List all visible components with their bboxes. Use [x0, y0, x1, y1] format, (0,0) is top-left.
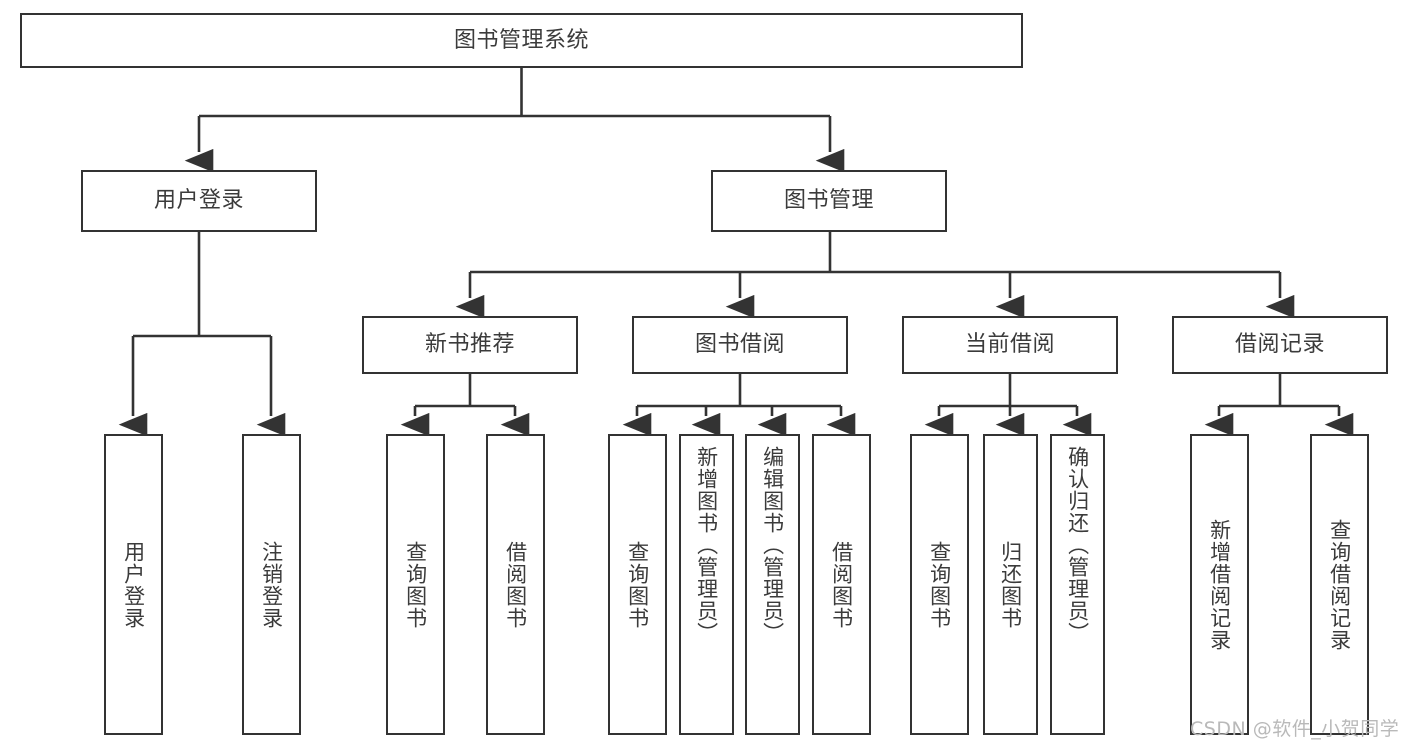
node-book-manage-label: 图书管理	[783, 188, 874, 214]
leaf-query-book-borrow-label: 查询图书	[625, 540, 650, 629]
leaf-borrow-book[interactable]: 借阅图书	[812, 434, 871, 735]
leaf-query-book-recommend[interactable]: 查询图书	[386, 434, 445, 735]
leaf-query-book-current-label: 查询图书	[927, 540, 952, 629]
leaf-borrow-book-recommend-label: 借阅图书	[503, 540, 528, 629]
node-root[interactable]: 图书管理系统	[20, 13, 1023, 68]
node-book-borrow-label: 图书借阅	[694, 332, 785, 358]
leaf-logout-label: 注销登录	[259, 540, 284, 629]
leaf-query-borrow-record-label: 查询借阅记录	[1327, 518, 1352, 651]
leaf-confirm-return-admin-label: 确认归还（管理员）	[1065, 446, 1090, 644]
node-borrow-record-label: 借阅记录	[1234, 332, 1325, 358]
node-book-manage[interactable]: 图书管理	[711, 170, 947, 232]
leaf-user-login[interactable]: 用户登录	[104, 434, 163, 735]
leaf-query-book-current[interactable]: 查询图书	[910, 434, 969, 735]
leaf-borrow-book-label: 借阅图书	[829, 540, 854, 629]
leaf-add-borrow-record-label: 新增借阅记录	[1207, 518, 1232, 651]
leaf-borrow-book-recommend[interactable]: 借阅图书	[486, 434, 545, 735]
node-new-book-recommend[interactable]: 新书推荐	[362, 316, 578, 374]
node-user-login[interactable]: 用户登录	[81, 170, 317, 232]
leaf-edit-book-admin[interactable]: 编辑图书（管理员）	[745, 434, 800, 735]
leaf-return-book-label: 归还图书	[998, 540, 1023, 629]
node-current-borrow[interactable]: 当前借阅	[902, 316, 1118, 374]
node-new-book-recommend-label: 新书推荐	[424, 332, 515, 358]
leaf-add-borrow-record[interactable]: 新增借阅记录	[1190, 434, 1249, 735]
leaf-query-book-borrow[interactable]: 查询图书	[608, 434, 667, 735]
leaf-add-book-admin[interactable]: 新增图书（管理员）	[679, 434, 734, 735]
leaf-add-book-admin-label: 新增图书（管理员）	[694, 446, 719, 644]
leaf-query-book-recommend-label: 查询图书	[403, 540, 428, 629]
leaf-confirm-return-admin[interactable]: 确认归还（管理员）	[1050, 434, 1105, 735]
leaf-query-borrow-record[interactable]: 查询借阅记录	[1310, 434, 1369, 735]
node-root-label: 图书管理系统	[453, 27, 589, 53]
leaf-return-book[interactable]: 归还图书	[983, 434, 1038, 735]
node-book-borrow[interactable]: 图书借阅	[632, 316, 848, 374]
leaf-edit-book-admin-label: 编辑图书（管理员）	[760, 446, 785, 644]
leaf-logout[interactable]: 注销登录	[242, 434, 301, 735]
node-current-borrow-label: 当前借阅	[964, 332, 1055, 358]
node-user-login-label: 用户登录	[153, 188, 244, 214]
node-borrow-record[interactable]: 借阅记录	[1172, 316, 1388, 374]
leaf-user-login-label: 用户登录	[121, 540, 146, 629]
